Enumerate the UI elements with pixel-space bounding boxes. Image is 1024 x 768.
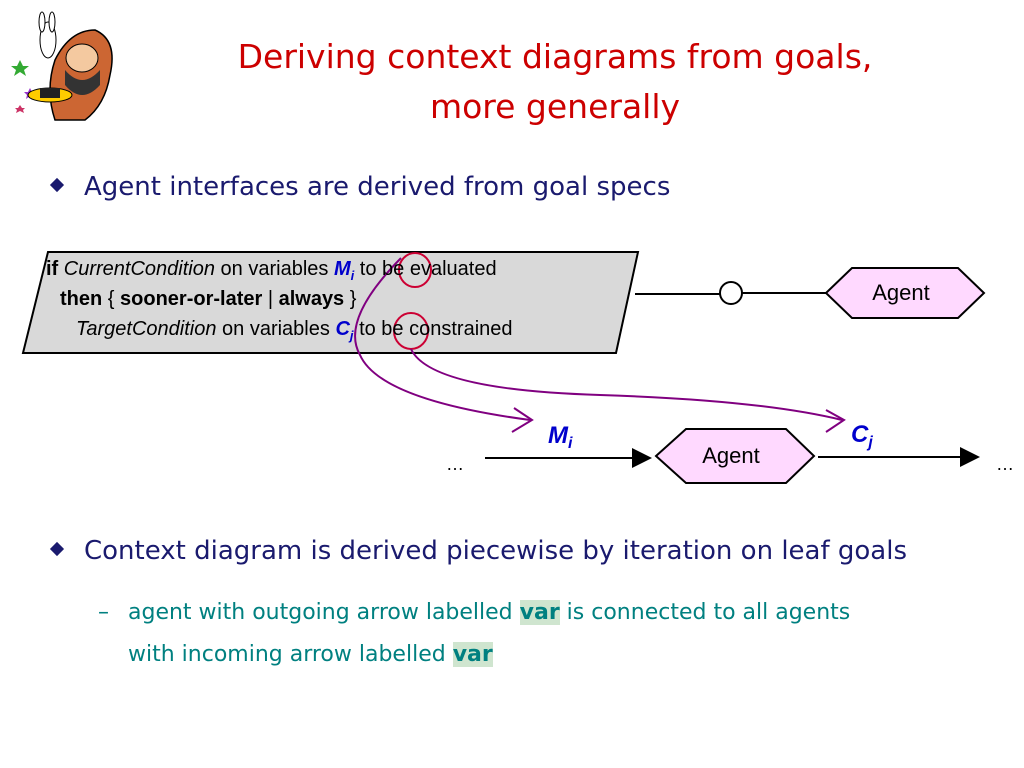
var-keyword-1: var [519, 600, 560, 625]
ellipsis-right: … [996, 454, 1014, 474]
bullet-text: Context diagram is derived piecewise by … [84, 536, 907, 566]
sub-text-3: with incoming arrow labelled [128, 642, 453, 667]
spec-target-condition: TargetCondition [76, 318, 217, 340]
var-keyword-2: var [452, 642, 493, 667]
cj-flow-label: Cj [851, 421, 873, 451]
bullet-context-diagram: Context diagram is derived piecewise by … [49, 536, 907, 566]
spec-mi: Mi [333, 258, 355, 283]
spec-current-condition: CurrentCondition [63, 258, 215, 280]
spec-cj: Cj [335, 318, 354, 343]
mi-annotation-head [511, 407, 534, 433]
spec-bar: | [262, 288, 279, 310]
mi-flow-label: Mi [548, 422, 573, 452]
ellipsis-left: … [446, 454, 464, 474]
spec-line-1: if CurrentCondition on variables Mi to b… [46, 258, 497, 283]
agent-top-shape [824, 267, 986, 319]
sub-text-1: agent with outgoing arrow labelled [128, 600, 520, 625]
goal-spec-box [21, 251, 640, 354]
title-line-1: Deriving context diagrams from goals, [237, 37, 873, 76]
spec-on-vars-1: on variables [214, 258, 334, 280]
agent-top-label: Agent [872, 280, 930, 305]
sub-bullet: –agent with outgoing arrow labelled var … [98, 592, 998, 676]
bullet-text: Agent interfaces are derived from goal s… [84, 172, 671, 202]
diamond-bullet-icon [49, 541, 65, 556]
spec-on-vars-2: on variables [216, 318, 336, 340]
spec-then: then [60, 288, 103, 310]
agent-mid-shape [654, 428, 816, 484]
mi-annotation-arrow [354, 257, 531, 421]
spec-line-2: then { sooner-or-later | always } [60, 288, 356, 311]
bullet-agent-interfaces: Agent interfaces are derived from goal s… [49, 172, 671, 202]
title-line-2: more generally [429, 87, 681, 126]
spec-brace-close: } [344, 288, 357, 310]
spec-sooner-or-later: sooner-or-later [120, 288, 263, 310]
agent-mid-label: Agent [702, 443, 760, 468]
interface-circle [719, 281, 743, 305]
page-title: Deriving context diagrams from goals, mo… [180, 32, 930, 132]
cj-annotation-head [825, 409, 846, 433]
spec-always: always [278, 288, 345, 310]
mi-highlight-circle [398, 252, 432, 288]
spec-brace-open: { [102, 288, 121, 310]
wizard-logo [10, 10, 125, 125]
spec-constrained: to be constrained [353, 318, 513, 340]
sub-text-2: is connected to all agents [559, 600, 851, 625]
spec-line-3: TargetCondition on variables Cj to be co… [76, 318, 513, 343]
dash-icon: – [98, 600, 109, 625]
spec-if: if [46, 258, 59, 280]
spec-eval: to be evaluated [354, 258, 497, 280]
cj-annotation-arrow [410, 348, 843, 421]
